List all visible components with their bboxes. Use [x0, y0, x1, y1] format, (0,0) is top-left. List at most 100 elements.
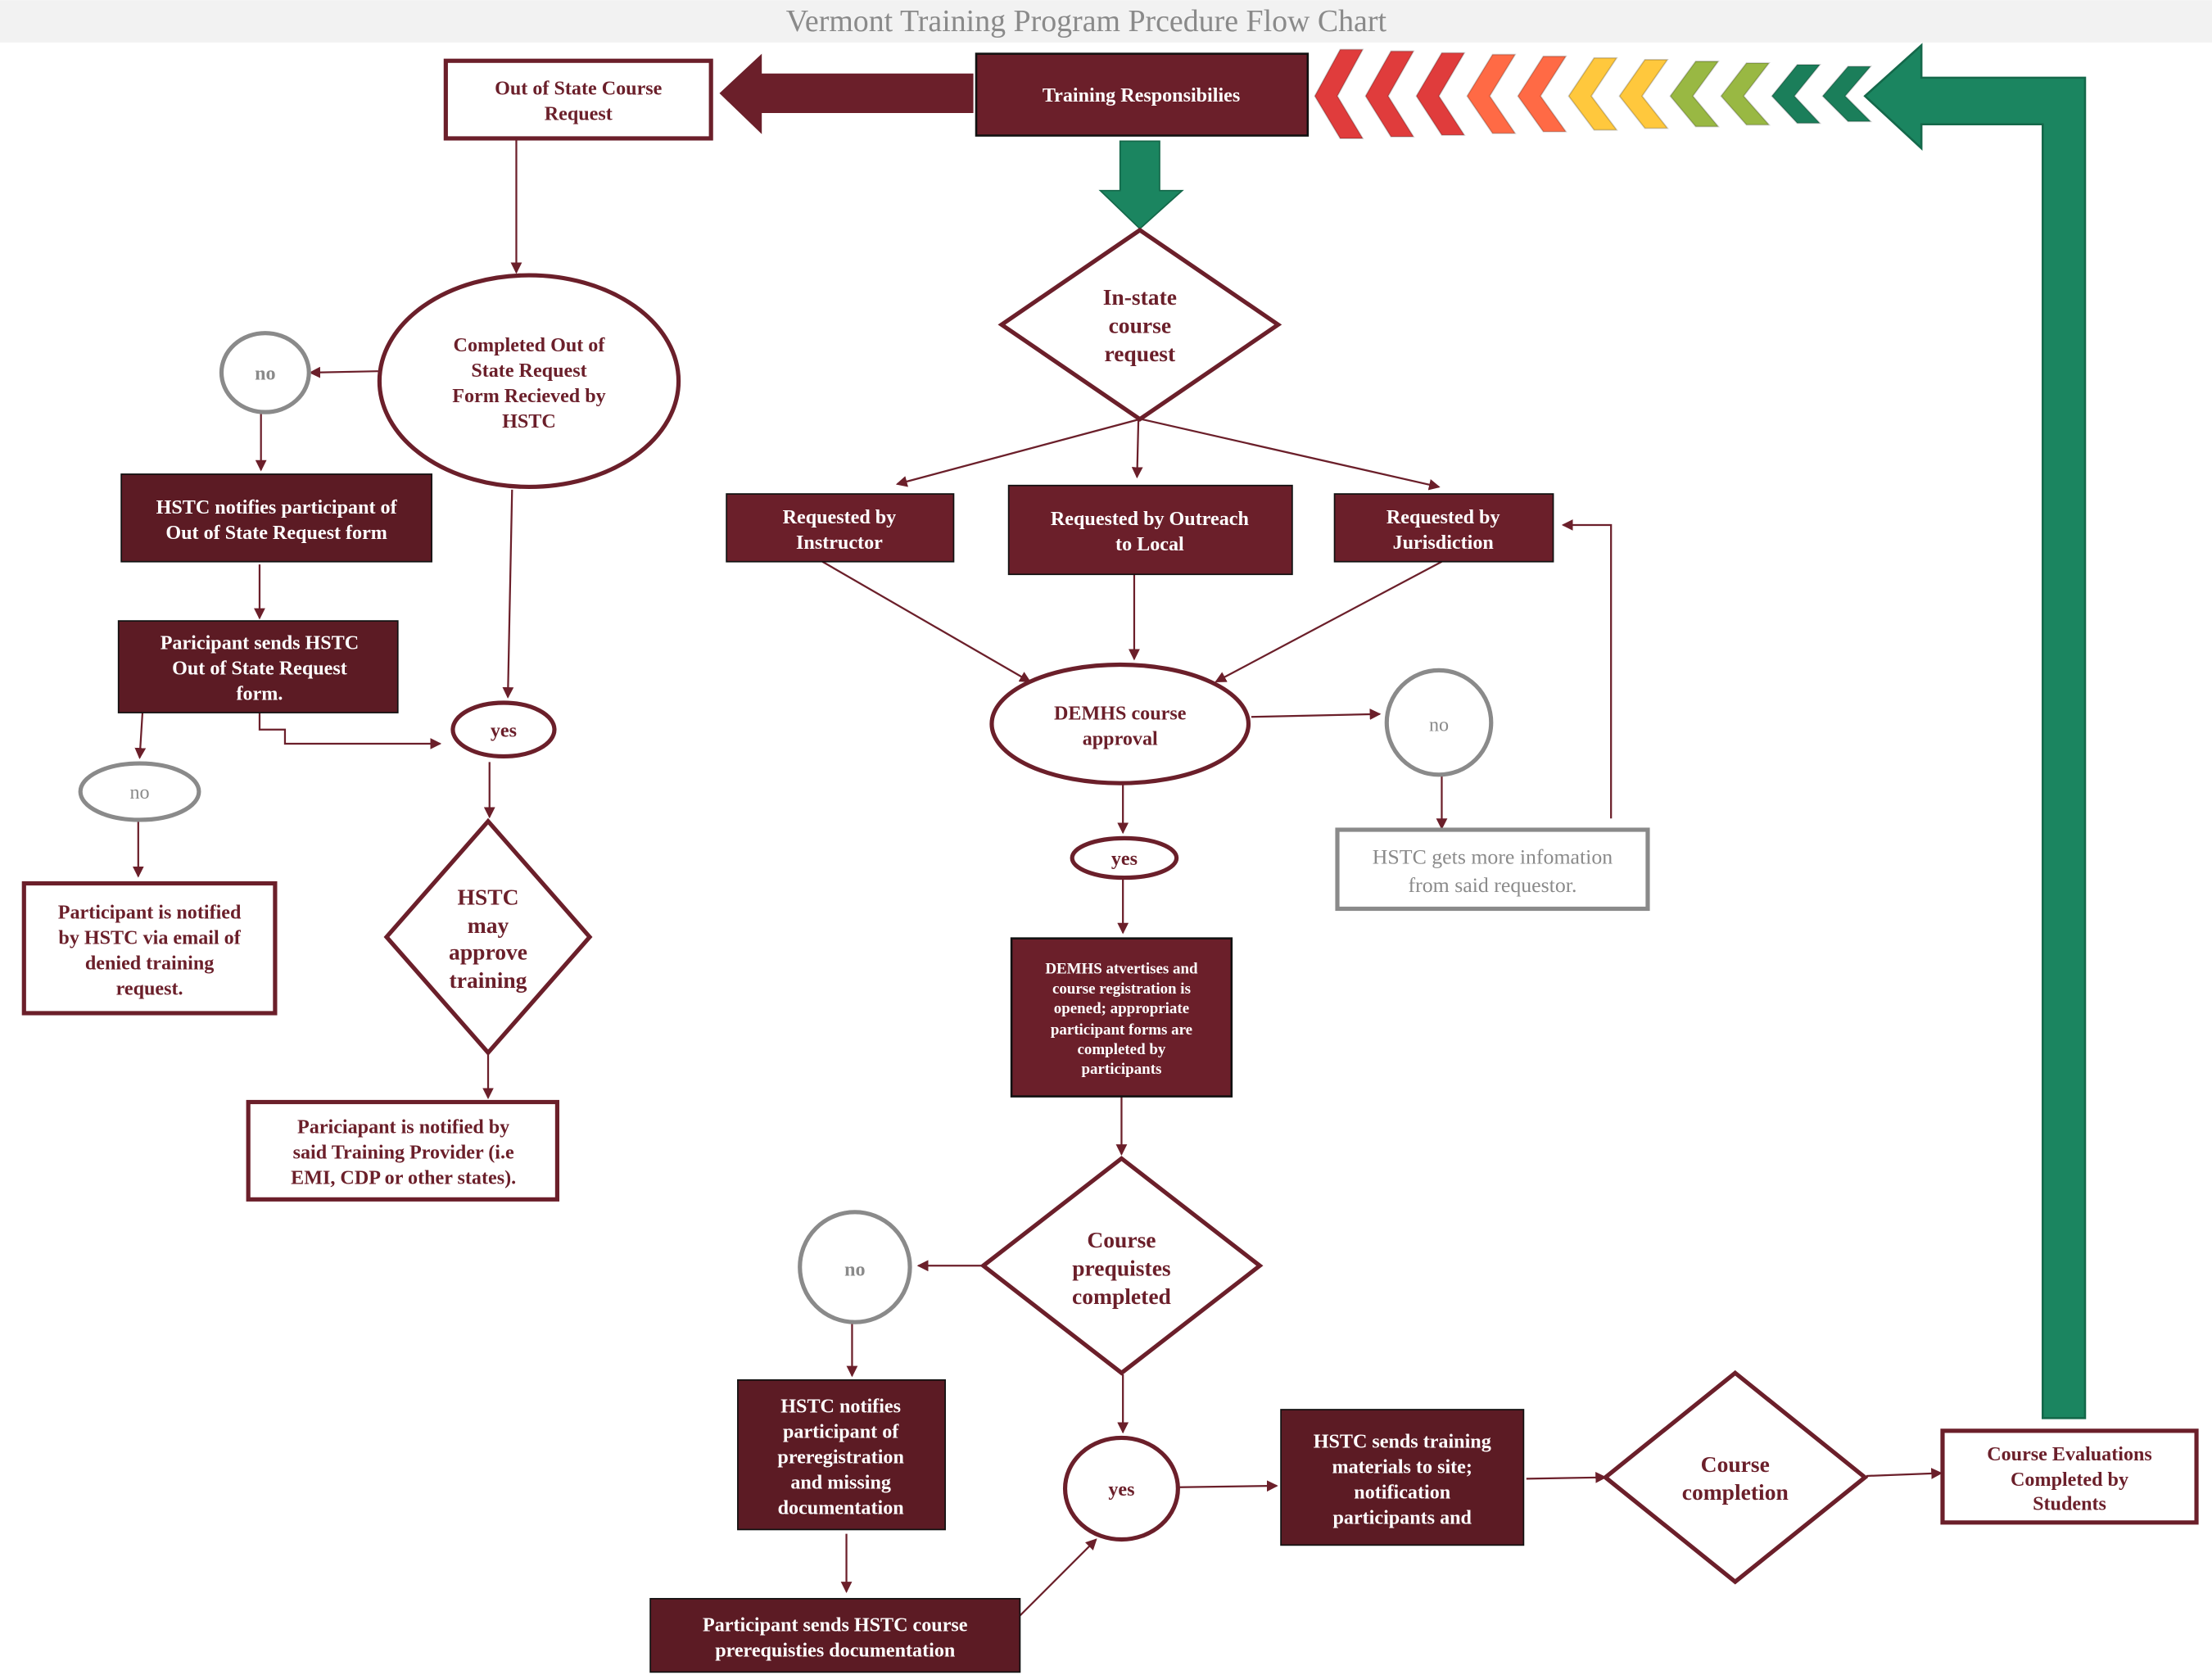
- yes-node-left: yes: [450, 700, 557, 759]
- svg-text:Completed by: Completed by: [2011, 1469, 2128, 1491]
- svg-text:documentation: documentation: [778, 1497, 905, 1519]
- svg-text:participant of: participant of: [783, 1421, 899, 1442]
- svg-text:no: no: [844, 1259, 865, 1280]
- chevron: [1517, 55, 1567, 133]
- svg-text:Out of State Request form: Out of State Request form: [165, 523, 387, 544]
- svg-text:Request: Request: [545, 104, 613, 125]
- page-title: Vermont Training Program Prcedure Flow C…: [786, 4, 1387, 38]
- may-approve-diamond: HSTC may approve training: [383, 817, 593, 1057]
- yes-node-approval: yes: [1070, 835, 1179, 881]
- svg-text:Jurisdiction: Jurisdiction: [1393, 532, 1495, 554]
- svg-text:Training Responsibilies: Training Responsibilies: [1043, 85, 1240, 106]
- svg-text:HSTC notifies: HSTC notifies: [780, 1396, 901, 1417]
- demhs-approval-ellipse: DEMHS course approval: [989, 662, 1251, 785]
- svg-text:Requested by: Requested by: [1386, 507, 1500, 528]
- svg-text:approve: approve: [449, 939, 527, 965]
- svg-text:course registration is: course registration is: [1052, 980, 1191, 998]
- chevron: [1466, 53, 1517, 134]
- participant-sends-form-box: Paricipant sends HSTC Out of State Reque…: [117, 620, 399, 713]
- prereqs-diamond: Course prequistes completed: [979, 1156, 1264, 1376]
- svg-text:In-state: In-state: [1103, 284, 1177, 310]
- no-node-approval: no: [1384, 668, 1494, 777]
- completed-form-ellipse: Completed Out of State Request Form Reci…: [377, 273, 681, 490]
- svg-text:Requested by: Requested by: [783, 507, 897, 528]
- svg-text:denied training: denied training: [85, 953, 214, 975]
- svg-text:Pariciapant is notified by: Pariciapant is notified by: [297, 1116, 509, 1138]
- svg-text:HSTC: HSTC: [458, 884, 519, 909]
- svg-text:training: training: [450, 967, 527, 993]
- svg-text:completion: completion: [1682, 1479, 1789, 1505]
- svg-text:may: may: [468, 912, 509, 938]
- svg-text:Out of State Request: Out of State Request: [172, 659, 347, 680]
- down-arrow: [1098, 140, 1184, 230]
- sends-materials-box: HSTC sends training materials to site; n…: [1280, 1409, 1525, 1546]
- svg-text:opened; appropriate: opened; appropriate: [1054, 1000, 1189, 1017]
- svg-text:HSTC: HSTC: [502, 411, 556, 432]
- no-node-denied: no: [78, 761, 201, 822]
- svg-text:course: course: [1109, 313, 1172, 338]
- svg-text:Students: Students: [2033, 1493, 2106, 1514]
- svg-text:form.: form.: [237, 684, 283, 705]
- chevron: [1567, 57, 1618, 131]
- provider-notice-box: Pariciapant is notified by said Training…: [246, 1099, 560, 1202]
- svg-text:request.: request.: [116, 979, 183, 1000]
- requested-by-instructor-box: Requested by Instructor: [726, 493, 955, 563]
- no-node-form: no: [219, 331, 311, 414]
- svg-text:no: no: [1429, 714, 1449, 736]
- svg-text:no: no: [129, 782, 149, 804]
- svg-text:notification: notification: [1354, 1483, 1450, 1504]
- svg-text:Form Recieved by: Form Recieved by: [452, 386, 605, 407]
- chevron: [1720, 62, 1771, 126]
- svg-text:EMI, CDP or other states).: EMI, CDP or other states).: [291, 1167, 516, 1188]
- out-of-state-request-box: Out of State Course Request: [443, 58, 713, 141]
- svg-text:participants: participants: [1082, 1061, 1162, 1078]
- denied-notice-box: Participant is notified by HSTC via emai…: [21, 881, 278, 1016]
- completion-diamond: Course completion: [1602, 1369, 1869, 1585]
- svg-text:Course: Course: [1087, 1227, 1156, 1252]
- no-node-prereqs: no: [798, 1210, 912, 1324]
- hstc-notifies-form-box: HSTC notifies participant of Out of Stat…: [120, 473, 432, 563]
- svg-text:Instructor: Instructor: [796, 532, 883, 554]
- chevron: [1618, 58, 1669, 129]
- svg-text:by HSTC via email of: by HSTC via email of: [58, 928, 241, 949]
- svg-text:Course Evaluations: Course Evaluations: [1987, 1444, 2152, 1465]
- svg-text:Participant is notified: Participant is notified: [58, 903, 242, 924]
- chevron: [1669, 61, 1720, 128]
- svg-text:yes: yes: [491, 720, 517, 741]
- requested-by-jurisdiction-box: Requested by Jurisdiction: [1333, 493, 1554, 563]
- svg-text:request: request: [1104, 341, 1176, 366]
- participant-sends-docs-box: Participant sends HSTC course prerequist…: [649, 1597, 1021, 1673]
- svg-text:prequistes: prequistes: [1072, 1255, 1171, 1280]
- yes-node-prereqs: yes: [1062, 1435, 1180, 1542]
- title-bar: [0, 0, 2212, 43]
- evaluations-box: Course Evaluations Completed by Students: [1940, 1428, 2199, 1525]
- requested-by-outreach-box: Requested by Outreach to Local: [1007, 484, 1293, 576]
- svg-text:Paricipant sends HSTC: Paricipant sends HSTC: [161, 633, 359, 654]
- svg-text:State Request: State Request: [471, 360, 586, 382]
- svg-text:DEMHS atvertises and: DEMHS atvertises and: [1045, 961, 1198, 978]
- in-state-diamond: In-state course request: [997, 227, 1282, 422]
- svg-text:no: no: [255, 364, 275, 385]
- svg-text:completed by: completed by: [1078, 1041, 1166, 1058]
- svg-text:and missing: and missing: [790, 1472, 891, 1493]
- svg-text:yes: yes: [1108, 1479, 1134, 1501]
- chevron: [1364, 50, 1415, 138]
- arrow-to-out-of-state: [719, 53, 974, 134]
- chevron: [1314, 48, 1364, 139]
- training-responsibilities-box: Training Responsibilies: [975, 52, 1310, 137]
- svg-text:materials to site;: materials to site;: [1332, 1457, 1472, 1478]
- svg-text:prerequisties documentation: prerequisties documentation: [715, 1640, 956, 1661]
- return-arrow: [1863, 43, 2087, 1419]
- hstc-notifies-prereg-box: HSTC notifies participant of preregistra…: [737, 1378, 946, 1531]
- svg-text:yes: yes: [1111, 849, 1138, 870]
- chevron: [1415, 52, 1466, 136]
- chevron: [1821, 66, 1873, 123]
- svg-text:Out of State Course: Out of State Course: [495, 79, 663, 100]
- svg-text:to Local: to Local: [1115, 534, 1184, 555]
- chevron-band: [1314, 48, 1873, 139]
- svg-text:Completed Out of: Completed Out of: [454, 335, 606, 356]
- svg-text:completed: completed: [1072, 1283, 1172, 1309]
- svg-text:said Training Provider (i.e: said Training Provider (i.e: [293, 1142, 514, 1163]
- connectors: [132, 138, 1943, 1617]
